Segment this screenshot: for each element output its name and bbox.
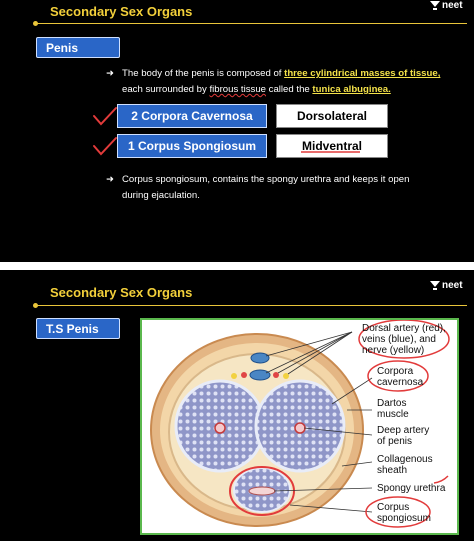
header-divider [37,23,467,24]
cross-section-illustration [150,320,450,528]
fibrous-tissue-text: fibrous tissue [209,84,266,95]
header-title: Secondary Sex Organs [50,285,193,300]
label-spongy-urethra: Spongy urethra [377,483,446,494]
neet-logo-text: neet [442,280,463,291]
arrow-icon: ➜ [106,174,115,185]
label-deep-artery-line1: Deep artery [377,425,430,436]
answer-dorsolateral: Dorsolateral [276,104,388,128]
corpus-spongiosum-button: 1 Corpus Spongiosum [117,134,267,158]
label-dartos-line2: muscle [377,409,409,420]
answer-midventral: Midventral [276,134,388,158]
neet-logo-text: neet [442,0,463,11]
bullet2-line2: during ejaculation. [122,190,200,201]
label-collagenous-line1: Collagenous [377,454,433,465]
header-divider-dot [33,303,38,308]
label-dartos-line1: Dartos [377,398,407,409]
neet-logo-icon [430,1,440,10]
ts-penis-tag: T.S Penis [36,318,120,339]
arrow-icon: ➜ [106,68,115,79]
label-corpora-line2: cavernosa [377,377,424,388]
bullet-body-composition: ➜ The body of the penis is composed of t… [106,66,462,98]
label-corpus-spongiosum-line1: Corpus [377,502,410,513]
neet-logo-icon [430,281,440,290]
label-corpora-line1: Corpora [377,366,414,377]
corpora-cavernosa-button: 2 Corpora Cavernosa [117,104,267,128]
highlight-tunica-albuginea: tunica albuginea. [312,84,391,95]
neet-logo: neet [430,280,463,291]
header-divider [37,305,467,306]
label-collagenous-line2: sheath [377,465,408,476]
highlight-three-masses: three cylindrical masses of tissue, [284,68,441,79]
penis-tag: Penis [36,37,120,58]
bullet-spongiosum: ➜ Corpus spongiosum, contains the spongy… [106,172,462,204]
ts-penis-diagram: Dorsal artery (red), veins (blue), and n… [140,318,459,535]
slide-penis-intro: Secondary Sex Organs neet Penis ➜ The bo… [0,0,474,262]
label-deep-artery-line2: of penis [377,436,413,447]
header-divider-dot [33,21,38,26]
check-marks-annotation [93,107,117,156]
slide-separator [0,262,474,270]
bullet1-text-part1: The body of the penis is composed of [122,68,285,79]
midventral-underline [301,151,360,153]
bullet1-text-part3: called the [266,84,313,95]
label-dorsal-artery-line3: nerve (yellow) [362,345,425,356]
neet-logo: neet [430,0,463,11]
bullet2-line1: Corpus spongiosum, contains the spongy u… [122,174,410,185]
label-corpus-spongiosum-line2: spongiosum [377,513,431,524]
label-dorsal-artery-line1: Dorsal artery (red), [362,323,446,334]
label-dorsal-artery-line2: veins (blue), and [362,334,436,345]
bullet1-text-part2: each surrounded by [122,84,210,95]
header-title: Secondary Sex Organs [50,4,193,19]
